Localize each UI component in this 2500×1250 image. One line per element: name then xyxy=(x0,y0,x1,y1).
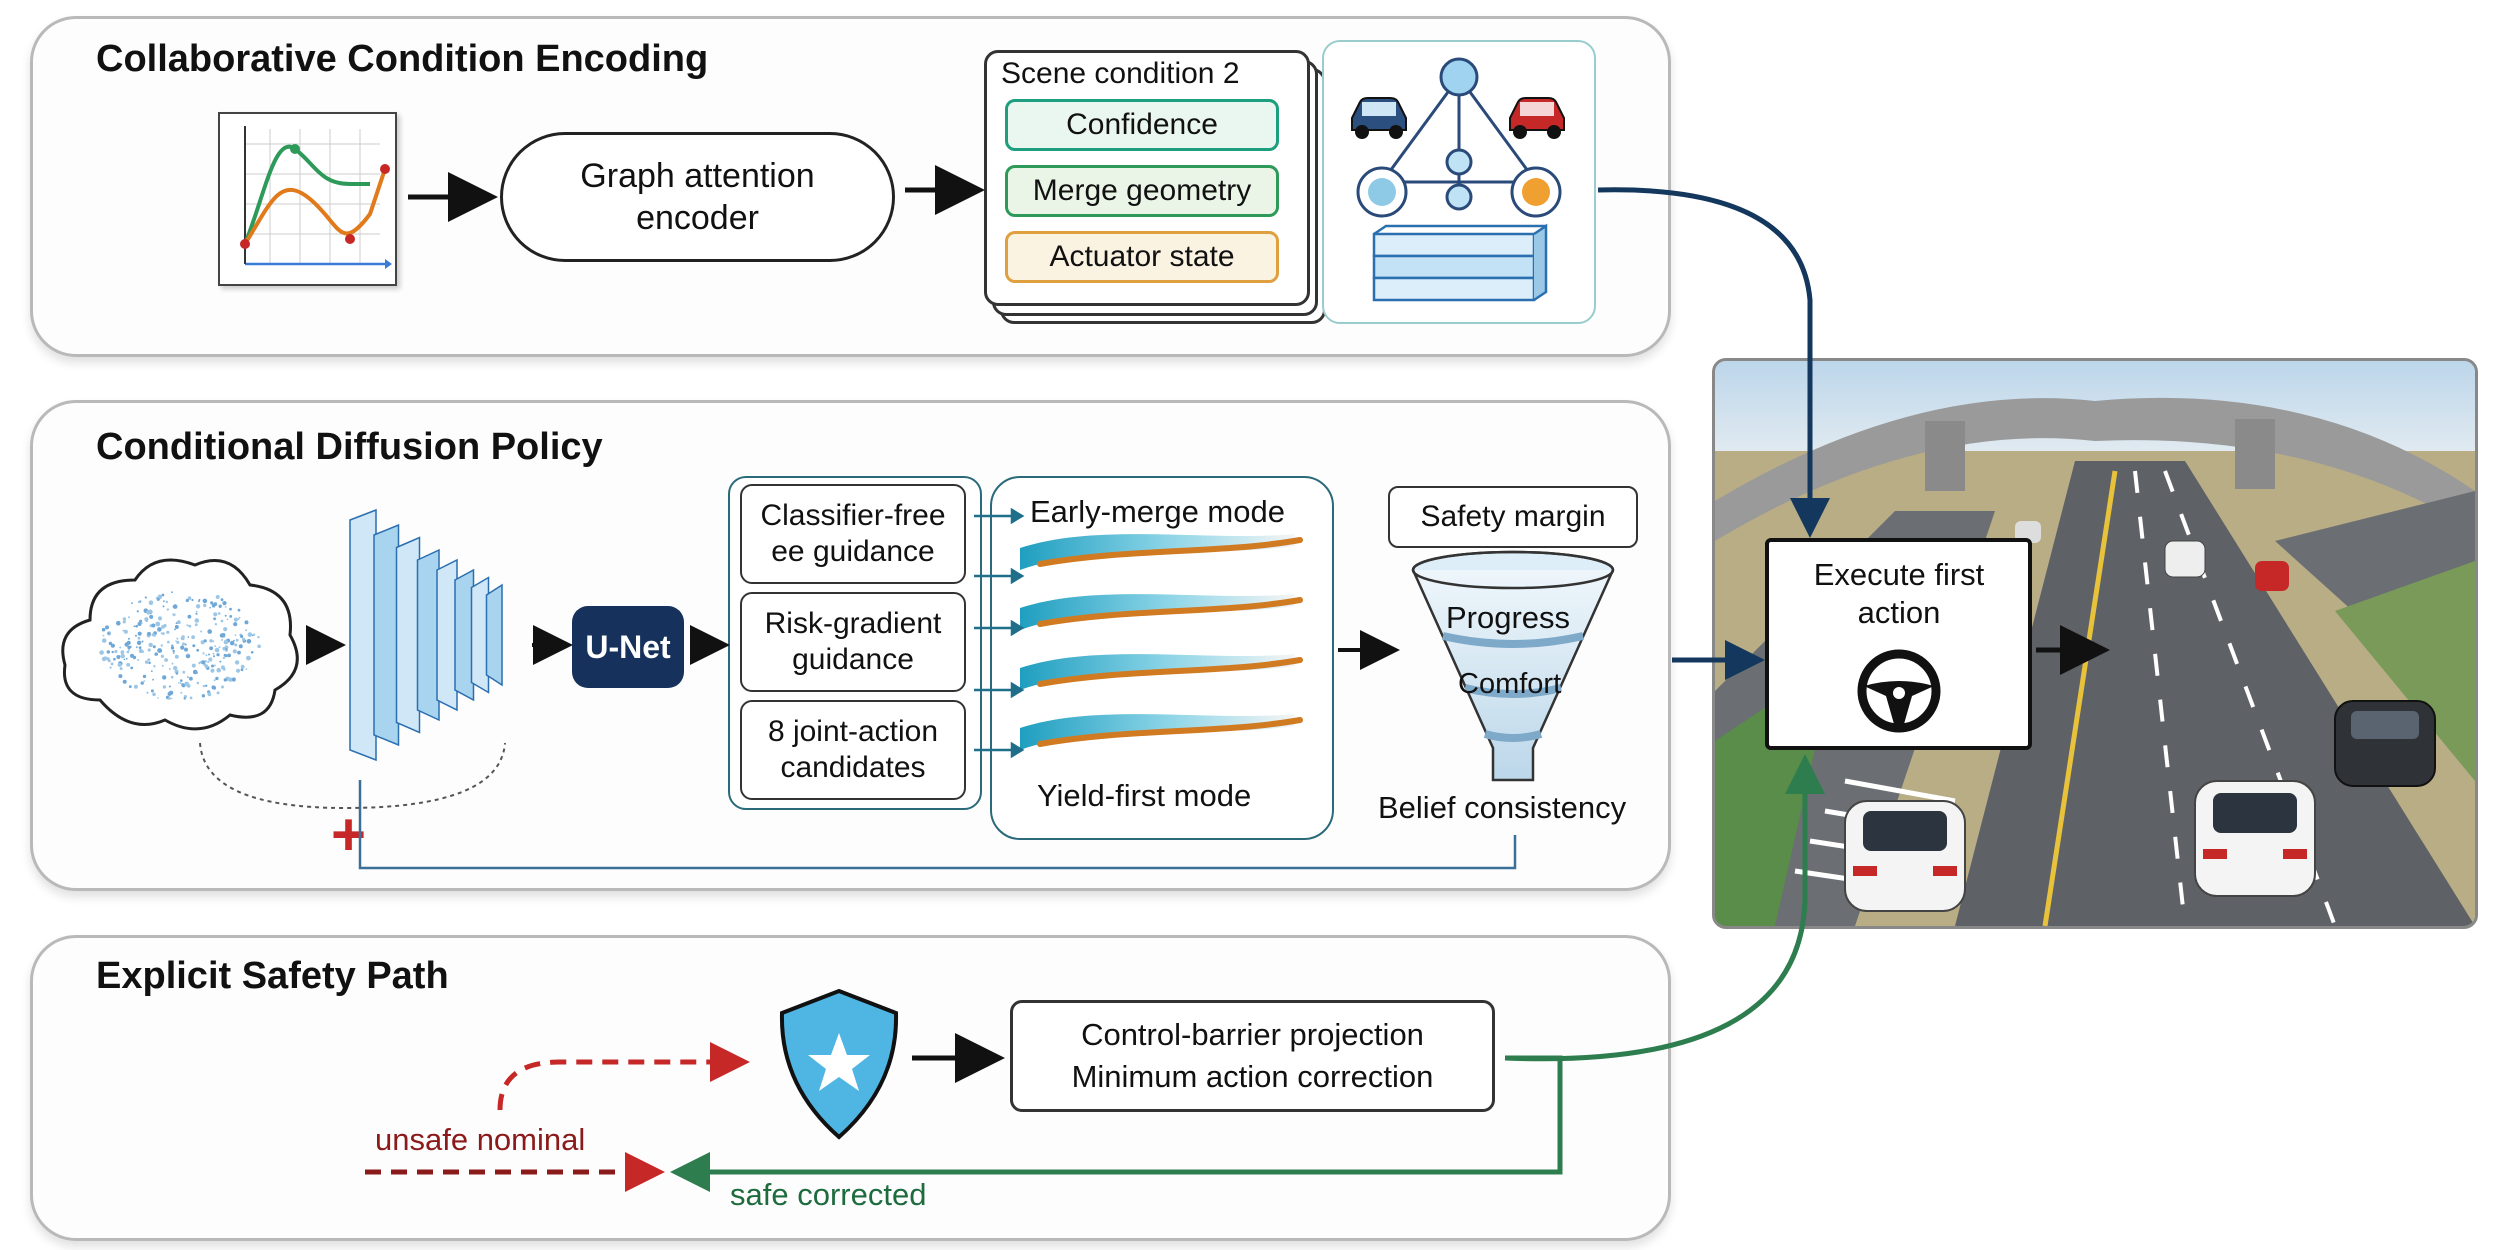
network-layers-icon xyxy=(349,508,503,762)
objective-comfort: Comfort xyxy=(1458,668,1562,700)
skip-connection-arc xyxy=(199,742,506,810)
safety-margin-text: Safety margin xyxy=(1420,500,1606,533)
mode-yield-first: Yield-first mode xyxy=(1037,778,1252,813)
shield-star-icon xyxy=(779,988,899,1140)
trajectory-chart-icon xyxy=(218,112,397,286)
scene-condition-card: Scene condition 2 Confidence Merge geome… xyxy=(984,50,1310,306)
safe-corrected-label: safe corrected xyxy=(730,1177,927,1212)
trajectory-candidates xyxy=(1020,534,1303,750)
noise-cloud-icon xyxy=(61,558,299,731)
minimum-action-correction-label: Minimum action correction xyxy=(1071,1059,1434,1094)
scene-condition-header: Scene condition 2 xyxy=(1001,57,1240,90)
safety-panel-title: Explicit Safety Path xyxy=(96,955,449,997)
vehicle-graph-card xyxy=(1322,40,1596,324)
execute-first-action-box: Execute first action xyxy=(1765,538,2032,750)
scene-item-merge-geometry: Merge geometry xyxy=(1005,165,1279,217)
graph-attention-encoder-label: Graph attention encoder xyxy=(580,157,815,237)
objective-belief-consistency: Belief consistency xyxy=(1378,790,1627,825)
guidance-arrows xyxy=(974,507,1025,759)
control-barrier-projection-label: Control-barrier projection xyxy=(1081,1017,1424,1052)
diffusion-panel-title: Conditional Diffusion Policy xyxy=(96,426,603,468)
residual-connector xyxy=(358,780,1517,870)
unsafe-nominal-label: unsafe nominal xyxy=(375,1122,586,1157)
safety-margin-label: Safety margin xyxy=(1388,486,1638,548)
connector-safety-to-execute xyxy=(1504,754,1825,1062)
blue-car-icon xyxy=(1351,97,1407,139)
unet-label: U-Net xyxy=(585,628,671,665)
guidance-risk-gradient: Risk-gradient guidance xyxy=(740,592,966,692)
guidance-joint-action-label: 8 joint-action candidates xyxy=(767,715,939,784)
feature-layers-icon xyxy=(1372,223,1548,302)
objective-funnel-icon xyxy=(1411,550,1615,782)
execute-first-action-label: Execute first action xyxy=(1813,557,1985,630)
mode-early-merge: Early-merge mode xyxy=(1030,494,1285,529)
safe-corrected-path xyxy=(670,1055,1563,1192)
unet-block: U-Net xyxy=(572,606,684,688)
objective-progress: Progress xyxy=(1446,600,1571,635)
guidance-risk-gradient-label: Risk-gradient guidance xyxy=(764,607,942,676)
steering-wheel-icon xyxy=(1857,649,1941,733)
unsafe-nominal-path xyxy=(497,1042,750,1111)
scene-item-actuator-state: Actuator state xyxy=(1005,231,1279,283)
guidance-joint-action: 8 joint-action candidates xyxy=(740,700,966,800)
guidance-classifier-free-label: Classifier-free ee guidance xyxy=(760,499,946,568)
scene-item-confidence: Confidence xyxy=(1005,99,1279,151)
control-barrier-projection-box: Control-barrier projection Minimum actio… xyxy=(1010,1000,1495,1112)
red-car-icon xyxy=(1509,97,1565,139)
guidance-classifier-free: Classifier-free ee guidance xyxy=(740,484,966,584)
encoding-panel-title: Collaborative Condition Encoding xyxy=(96,38,709,80)
connector-encoding-to-execute xyxy=(1597,187,1830,538)
graph-attention-encoder: Graph attention encoder xyxy=(500,132,895,262)
